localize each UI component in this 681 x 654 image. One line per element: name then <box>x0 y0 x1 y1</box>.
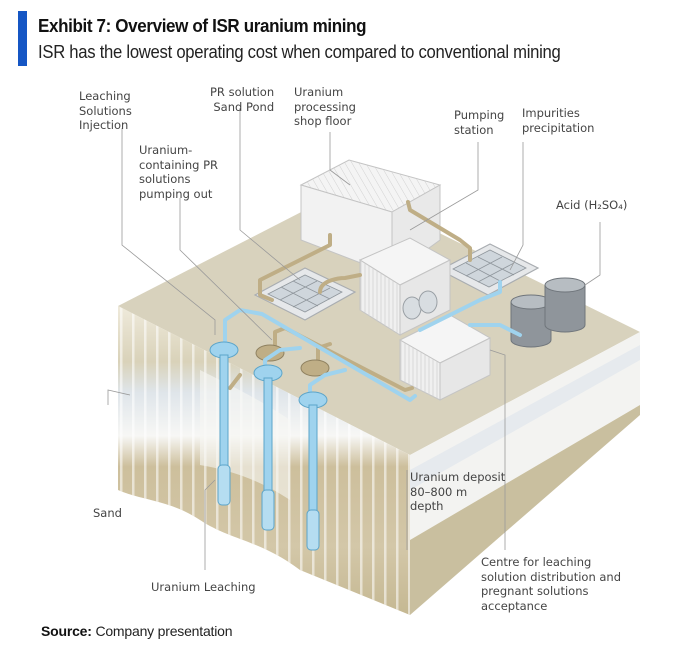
ground-right-face-lower <box>410 405 640 615</box>
injection-well <box>298 391 328 551</box>
injection-well <box>253 364 283 531</box>
exhibit-subtitle: ISR has the lowest operating cost when c… <box>38 41 561 62</box>
label-uranium-processing-shop-floor: Uranium processing shop floor <box>294 85 356 128</box>
label-centre-leaching-distribution: Centre for leaching solution distributio… <box>481 555 622 613</box>
label-sand: Sand <box>93 506 122 520</box>
leader-lines <box>107 108 601 570</box>
uranium-processing-building <box>299 159 492 401</box>
label-uranium-pumping-out: Uranium- containing PR solutions pumping… <box>139 143 219 201</box>
label-pumping-station: Pumping station <box>454 108 505 137</box>
label-pr-solution-sand-pond: PR solution Sand Pond <box>210 85 275 114</box>
diagram-illustration <box>107 108 640 615</box>
blue-pipes <box>223 280 522 402</box>
source-label: Source: <box>41 623 92 639</box>
extraction-wellhead <box>255 344 285 362</box>
isr-mining-diagram: Leaching Solutions Injection PR solution… <box>0 70 681 620</box>
label-uranium-leaching: Uranium Leaching <box>151 580 256 594</box>
label-impurities-precipitation: Impurities precipitation <box>522 106 595 135</box>
exhibit-title: Exhibit 7: Overview of ISR uranium minin… <box>38 15 367 36</box>
extraction-wellhead <box>300 359 330 377</box>
label-uranium-deposit: Uranium deposit 80–800 m depth <box>410 470 506 513</box>
accent-bar <box>18 11 27 66</box>
injection-well <box>209 341 239 506</box>
label-acid: Acid (H₂SO₄) <box>556 198 628 212</box>
label-leaching-solutions-injection: Leaching Solutions Injection <box>79 89 132 132</box>
impurities-precipitation-pond <box>438 243 540 296</box>
source-text: Company presentation <box>95 623 233 639</box>
source-note: Source: Company presentation <box>41 623 233 639</box>
